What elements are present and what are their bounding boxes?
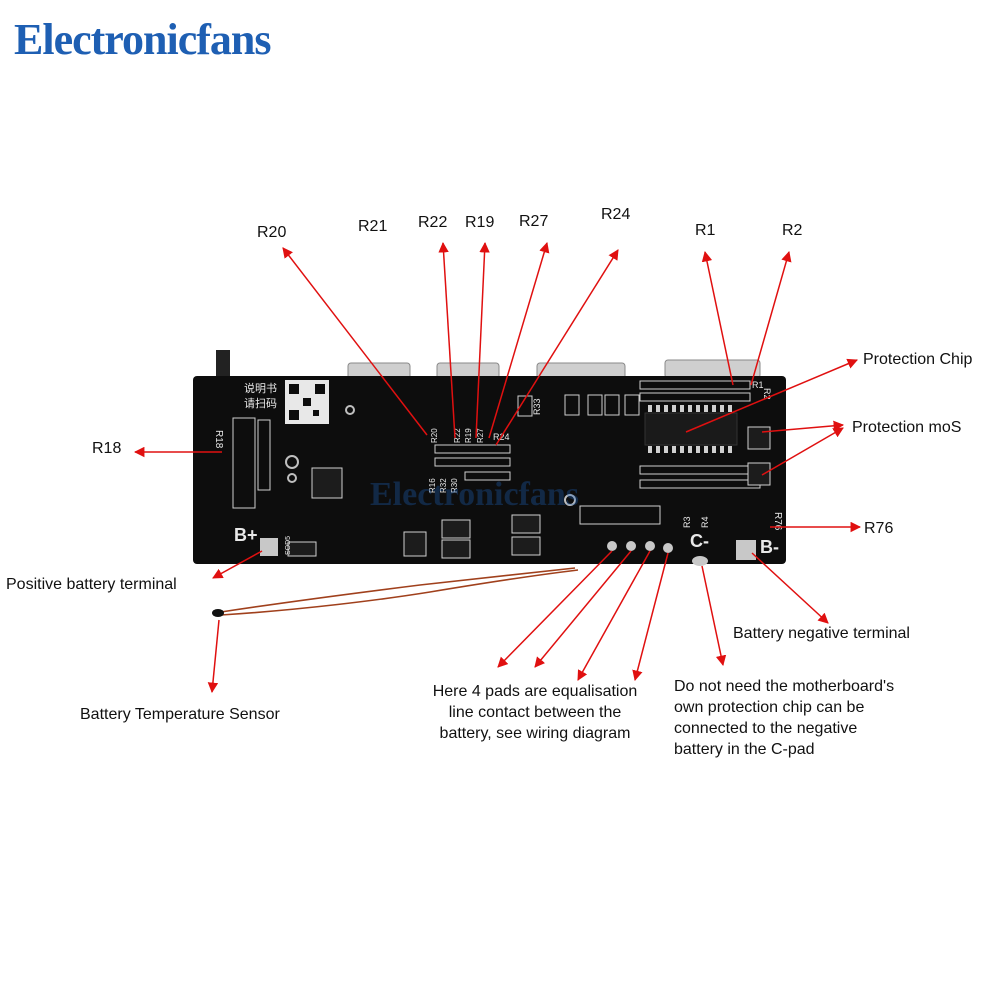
note-balance-line-3: battery, see wiring diagram xyxy=(439,725,631,742)
note-c-pad: Do not need the motherboard's own protec… xyxy=(674,676,974,760)
silk-label-r2: R2 xyxy=(762,388,772,400)
silk-label-r18: R18 xyxy=(213,430,224,449)
note-cpad-line-3: connected to the negative xyxy=(674,720,858,737)
note-cpad-line-4: battery in the C-pad xyxy=(674,741,815,758)
b-plus-pad xyxy=(260,538,278,556)
label-protection-chip: Protection Chip xyxy=(863,351,973,368)
c-minus-pad xyxy=(692,556,708,566)
board-holes xyxy=(285,405,576,506)
label-r24: R24 xyxy=(601,206,631,223)
silk-scan-line-2: 请扫码 xyxy=(244,397,277,410)
label-r1: R1 xyxy=(695,222,716,239)
label-r2: R2 xyxy=(782,222,803,239)
silk-label-r22: R22 xyxy=(453,428,462,443)
label-r76: R76 xyxy=(864,520,894,537)
pcb-board xyxy=(193,376,786,564)
usb-connectors xyxy=(216,350,761,380)
temperature-sensor-wire xyxy=(220,567,579,616)
silk-label-r19: R19 xyxy=(464,428,473,443)
note-cpad-line-1: Do not need the motherboard's xyxy=(674,678,895,695)
note-cpad-line-2: own protection chip can be xyxy=(674,699,865,716)
label-r20: R20 xyxy=(257,224,287,241)
note-balance-line-1: Here 4 pads are equalisation xyxy=(432,683,638,700)
balance-pads xyxy=(607,541,673,553)
silk-label-r27: R27 xyxy=(476,428,485,443)
silk-label-r32: R32 xyxy=(439,478,448,493)
label-negative-terminal: Battery negative terminal xyxy=(733,625,910,642)
protection-chip xyxy=(644,405,738,453)
note-balance-line-2: line contact between the xyxy=(448,704,622,721)
qr-code xyxy=(285,380,329,424)
label-r22: R22 xyxy=(418,214,448,231)
silk-label-r1: R1 xyxy=(752,380,764,390)
label-r21: R21 xyxy=(358,218,388,235)
callout-arrows xyxy=(133,241,862,694)
silk-scan-line-1: 说明书 xyxy=(244,381,277,395)
label-r27: R27 xyxy=(519,213,549,230)
silk-label-r76: R76 xyxy=(772,512,783,531)
silk-b-plus: B+ xyxy=(234,525,258,545)
silk-label-r30: R30 xyxy=(450,478,459,493)
board-watermark: Electronicfans xyxy=(370,476,579,513)
label-positive-terminal: Positive battery terminal xyxy=(6,576,177,593)
label-r19: R19 xyxy=(465,214,495,231)
silk-label-r33: R33 xyxy=(532,398,542,415)
silk-label-r16: R16 xyxy=(428,478,437,493)
label-protection-mos: Protection moS xyxy=(852,419,962,436)
note-balance-pads: Here 4 pads are equalisation line contac… xyxy=(400,681,670,744)
b-minus-pad xyxy=(736,540,756,560)
silk-label-r20: R20 xyxy=(430,428,439,443)
brand-logo: Electronicfans xyxy=(14,15,271,64)
silk-b-minus: B- xyxy=(760,537,779,557)
label-temp-sensor: Battery Temperature Sensor xyxy=(80,706,280,723)
silk-label-sod5: SOD5 xyxy=(285,536,292,555)
silk-label-r4: R4 xyxy=(700,516,710,528)
silk-c-minus: C- xyxy=(690,531,709,551)
label-r18: R18 xyxy=(92,440,122,457)
resistor-rows xyxy=(232,380,761,525)
temperature-sensor-tip xyxy=(212,609,224,617)
silk-label-r3: R3 xyxy=(682,516,692,528)
